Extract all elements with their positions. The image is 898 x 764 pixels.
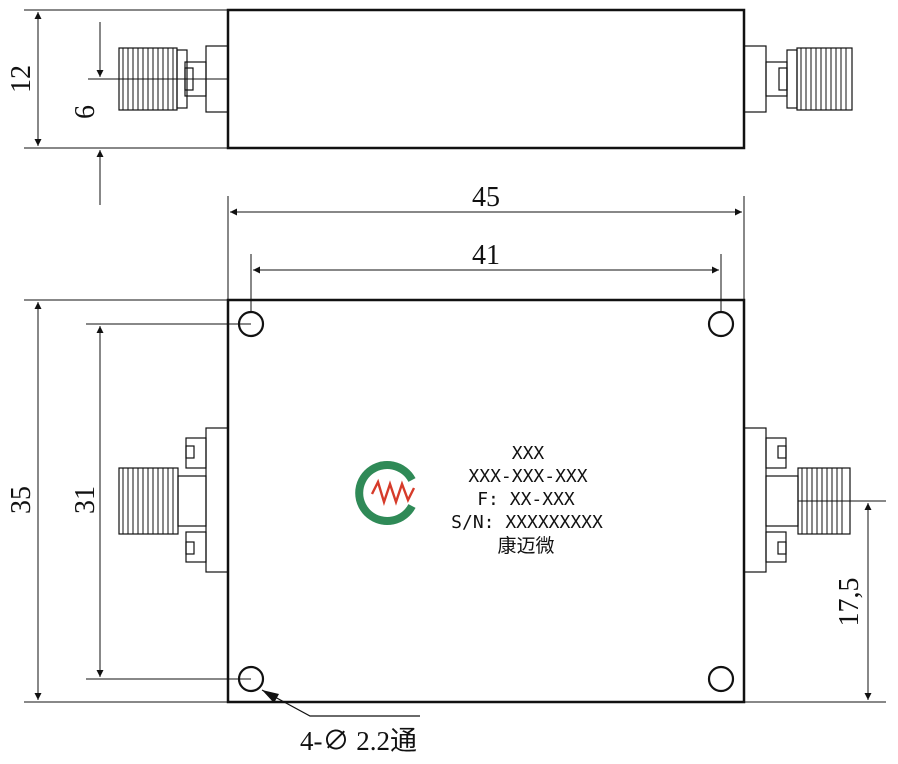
cmw-logo-icon <box>355 461 416 525</box>
hole-callout-text: 4-∅ 2.2通 <box>300 726 417 756</box>
label-frequency: F: XX-XXX <box>477 489 575 510</box>
side-body <box>226 8 746 150</box>
dim-17-5-text: 17,5 <box>834 578 865 627</box>
side-right-connector <box>743 45 853 113</box>
dim-45-text: 45 <box>472 182 500 213</box>
logo-wave <box>370 478 416 506</box>
label-model: XXX <box>512 443 545 464</box>
product-label: XXX XXX-XXX-XXX F: XX-XXX S/N: XXXXXXXXX… <box>451 443 603 557</box>
side-view <box>24 8 853 205</box>
label-serial-number: S/N: XXXXXXXXX <box>451 512 603 533</box>
mounting-hole-top-right <box>707 310 735 338</box>
dim-31-text: 31 <box>70 486 101 514</box>
mounting-hole-bottom-right <box>707 665 735 693</box>
hole-leader-line <box>261 689 420 717</box>
label-part-number: XXX-XXX-XXX <box>468 466 587 487</box>
top-right-connector <box>743 427 851 573</box>
top-view <box>24 196 886 717</box>
dim-12-text: 12 <box>6 65 37 93</box>
label-company: 康迈微 <box>497 535 554 557</box>
dim-41-text: 41 <box>472 240 500 271</box>
logo-ring <box>355 461 416 525</box>
top-left-connector <box>118 427 229 573</box>
dim-6-text: 6 <box>70 105 101 119</box>
dim-35-text: 35 <box>6 486 37 514</box>
